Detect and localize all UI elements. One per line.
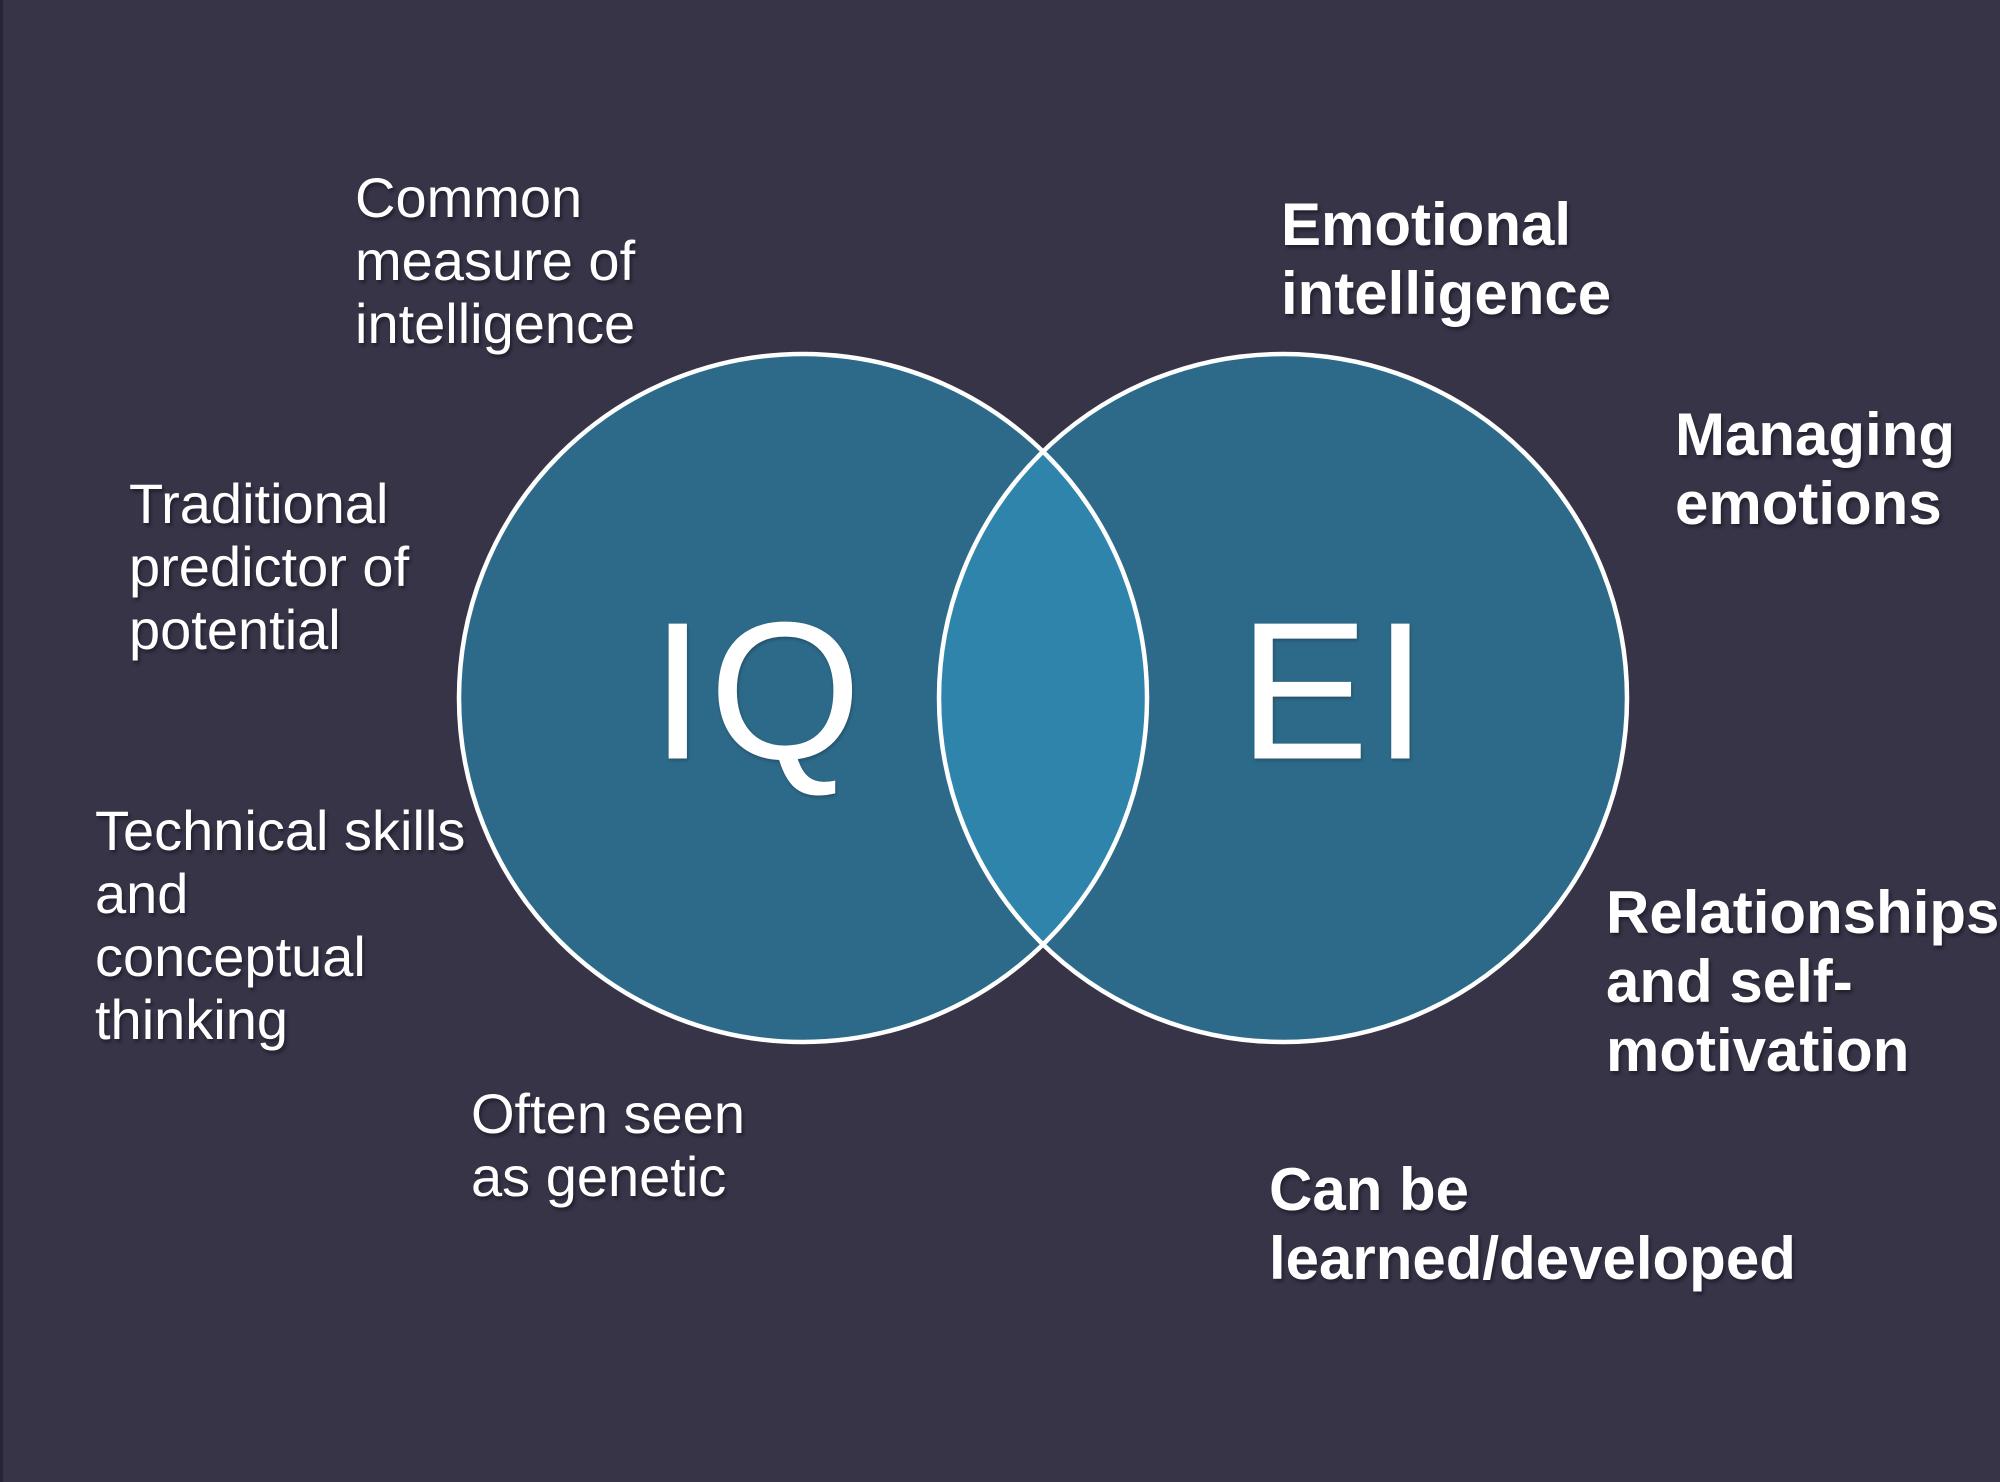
iq-circle-outline [456,351,1150,1045]
label-managing-emotions: Managing emotions [1675,401,1955,537]
label-emotional-intelligence: Emotional intelligence [1281,191,1612,327]
ei-circle [939,354,1627,1042]
label-often-genetic: Often seen as genetic [471,1082,745,1208]
iq-circle-label: IQ [650,581,866,801]
label-technical-skills: Technical skills and conceptual thinking [95,799,466,1051]
venn-circles [456,351,1630,1045]
label-common-measure: Common measure of intelligence [355,166,636,355]
ei-circle-outline [936,351,1630,1045]
label-learned-developed: Can be learned/developed [1269,1156,1796,1292]
label-traditional-predictor: Traditional predictor of potential [129,472,410,661]
label-relationships-self-motivation: Relationships and self- motivation [1606,879,2000,1084]
ei-circle-label: EI [1238,581,1432,801]
iq-circle [459,354,1147,1042]
